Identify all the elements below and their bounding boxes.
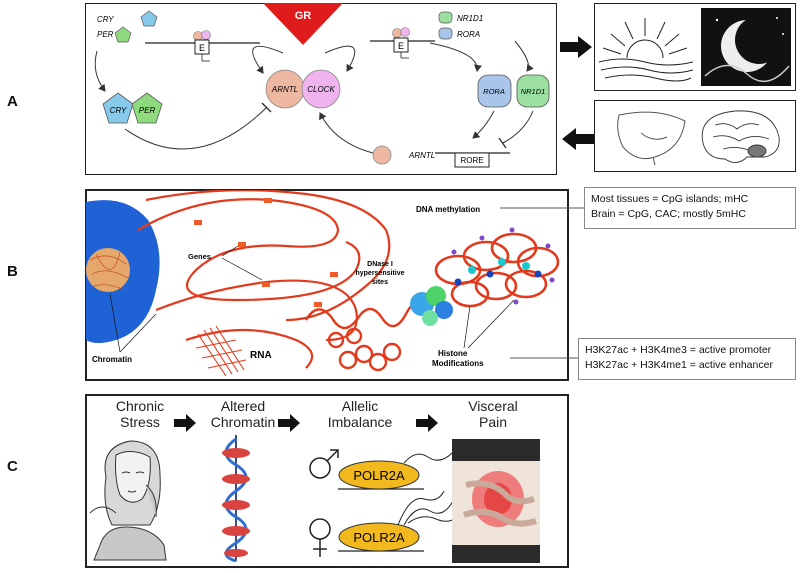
clock-label: CLOCK — [307, 85, 335, 94]
methylation-marks — [451, 227, 555, 305]
gene-nr1d1-label: NR1D1 — [457, 14, 483, 23]
nr1d1-box — [516, 74, 550, 108]
e-box-left: E — [199, 43, 205, 53]
cry-small-pentagon — [140, 10, 158, 27]
abdominal-pain-illustration — [452, 439, 540, 563]
panel-label-b: B — [7, 263, 18, 280]
chromatin-label: Chromatin — [92, 355, 132, 364]
polr2a-allele-female — [338, 522, 420, 552]
arntl-gene-label: ARNTL — [408, 151, 435, 160]
step-altered-chromatin: Altered Chromatin — [198, 398, 288, 430]
gr-label: GR — [295, 10, 312, 22]
sun-moon-image — [598, 8, 791, 86]
polr2a-label-male: POLR2A — [353, 468, 405, 483]
arntl-product — [372, 145, 392, 165]
nr1d1-box-label: NR1D1 — [521, 87, 546, 96]
methylation-annotation: Most tissues = CpG islands; mHC Brain = … — [584, 187, 796, 229]
circadian-clock-diagram: GR CRY PER E E NR1D1 RORA ARNTL CLOCK CR… — [94, 3, 550, 168]
step-1-line1: Chronic — [115, 398, 165, 414]
rora-small — [438, 27, 453, 40]
chromatin-coil — [434, 232, 560, 308]
rna-label: RNA — [250, 350, 272, 361]
per-label: PER — [139, 106, 156, 115]
step-2-line1: Altered — [220, 398, 266, 414]
gene-blocks — [194, 198, 338, 307]
dna-fiber — [137, 190, 391, 369]
step-arrow-2 — [278, 414, 300, 432]
output-arrow-right — [560, 36, 592, 58]
methylation-note-2: Brain = CpG, CAC; mostly 5mHC — [591, 208, 746, 220]
step-3-line1: Allelic — [341, 398, 379, 414]
step-allelic-imbalance: Allelic Imbalance — [305, 398, 415, 430]
step-arrow-3 — [416, 414, 438, 432]
dna-helix-illustration — [222, 435, 250, 563]
e-box-right: E — [398, 41, 404, 51]
step-chronic-stress: Chronic Stress — [98, 398, 182, 430]
rora-box-label: RORA — [483, 87, 505, 96]
histone-label-1: Histone — [438, 349, 468, 358]
genes-label: Genes — [188, 252, 211, 261]
per-pentagon — [131, 92, 163, 124]
cry-pentagon — [102, 92, 134, 124]
rora-box — [477, 74, 512, 108]
methylation-note-1: Most tissues = CpG islands; mHC — [591, 193, 749, 205]
dnase-label-2: hypersensitive — [355, 270, 404, 277]
histone-label-2: Modifications — [432, 359, 484, 368]
input-arrow-left — [562, 128, 594, 150]
rore-box — [454, 152, 490, 168]
histone-annotation: H3K27ac + H3K4me3 = active promoter H3K2… — [578, 338, 796, 380]
rore-label: RORE — [460, 156, 483, 165]
dna-methylation-label: DNA methylation — [416, 205, 480, 214]
polr2a-allele-male — [338, 460, 420, 490]
liver-brain-image — [617, 110, 780, 166]
rna-strand — [195, 325, 247, 377]
dnase-label-1: DNase I — [367, 261, 393, 268]
step-visceral-pain: Visceral Pain — [448, 398, 538, 430]
panel-label-c: C — [7, 458, 18, 475]
per-small-pentagon — [114, 26, 132, 43]
arntl-label: ARNTL — [271, 85, 298, 94]
step-3-line2: Imbalance — [327, 414, 393, 430]
gene-cry-label: CRY — [97, 15, 114, 24]
brain-icon — [701, 110, 780, 163]
methylation-connector — [500, 207, 584, 209]
nucleosome-fiber — [304, 301, 431, 372]
sun-icon — [598, 18, 694, 82]
step-4-line2: Pain — [478, 414, 508, 430]
step-arrow-1 — [174, 414, 196, 432]
step-2-line2: Chromatin — [210, 414, 276, 430]
histone-note-1: H3K27ac + H3K4me3 = active promoter — [585, 344, 772, 356]
polr2a-label-female: POLR2A — [353, 530, 405, 545]
gene-per-label: PER — [97, 30, 114, 39]
clock-circle — [301, 69, 341, 109]
step-4-line1: Visceral — [468, 398, 518, 414]
stressed-child-illustration — [89, 440, 167, 561]
male-symbol — [309, 449, 339, 479]
gene-rora-label: RORA — [457, 30, 480, 39]
organs-box — [594, 100, 796, 172]
cry-label: CRY — [110, 106, 127, 115]
female-symbol — [309, 518, 331, 557]
nr1d1-small — [438, 11, 453, 24]
step-1-line2: Stress — [120, 414, 160, 430]
histone-note-2: H3K27ac + H3K4me1 = active enhancer — [585, 359, 773, 371]
dnase-region — [410, 286, 453, 326]
histone-connector — [510, 357, 578, 359]
panel-label-a: A — [7, 93, 18, 110]
chromatin-ball — [86, 248, 130, 292]
moon-icon — [704, 16, 790, 83]
dnase-label-3: sites — [372, 279, 388, 286]
chromatin-structure-diagram: Genes Chromatin RNA DNase I hypersensiti… — [86, 190, 560, 377]
gr-triangle — [263, 3, 343, 45]
liver-icon — [617, 111, 686, 166]
panel-c-artwork: POLR2A POLR2A — [89, 414, 540, 563]
